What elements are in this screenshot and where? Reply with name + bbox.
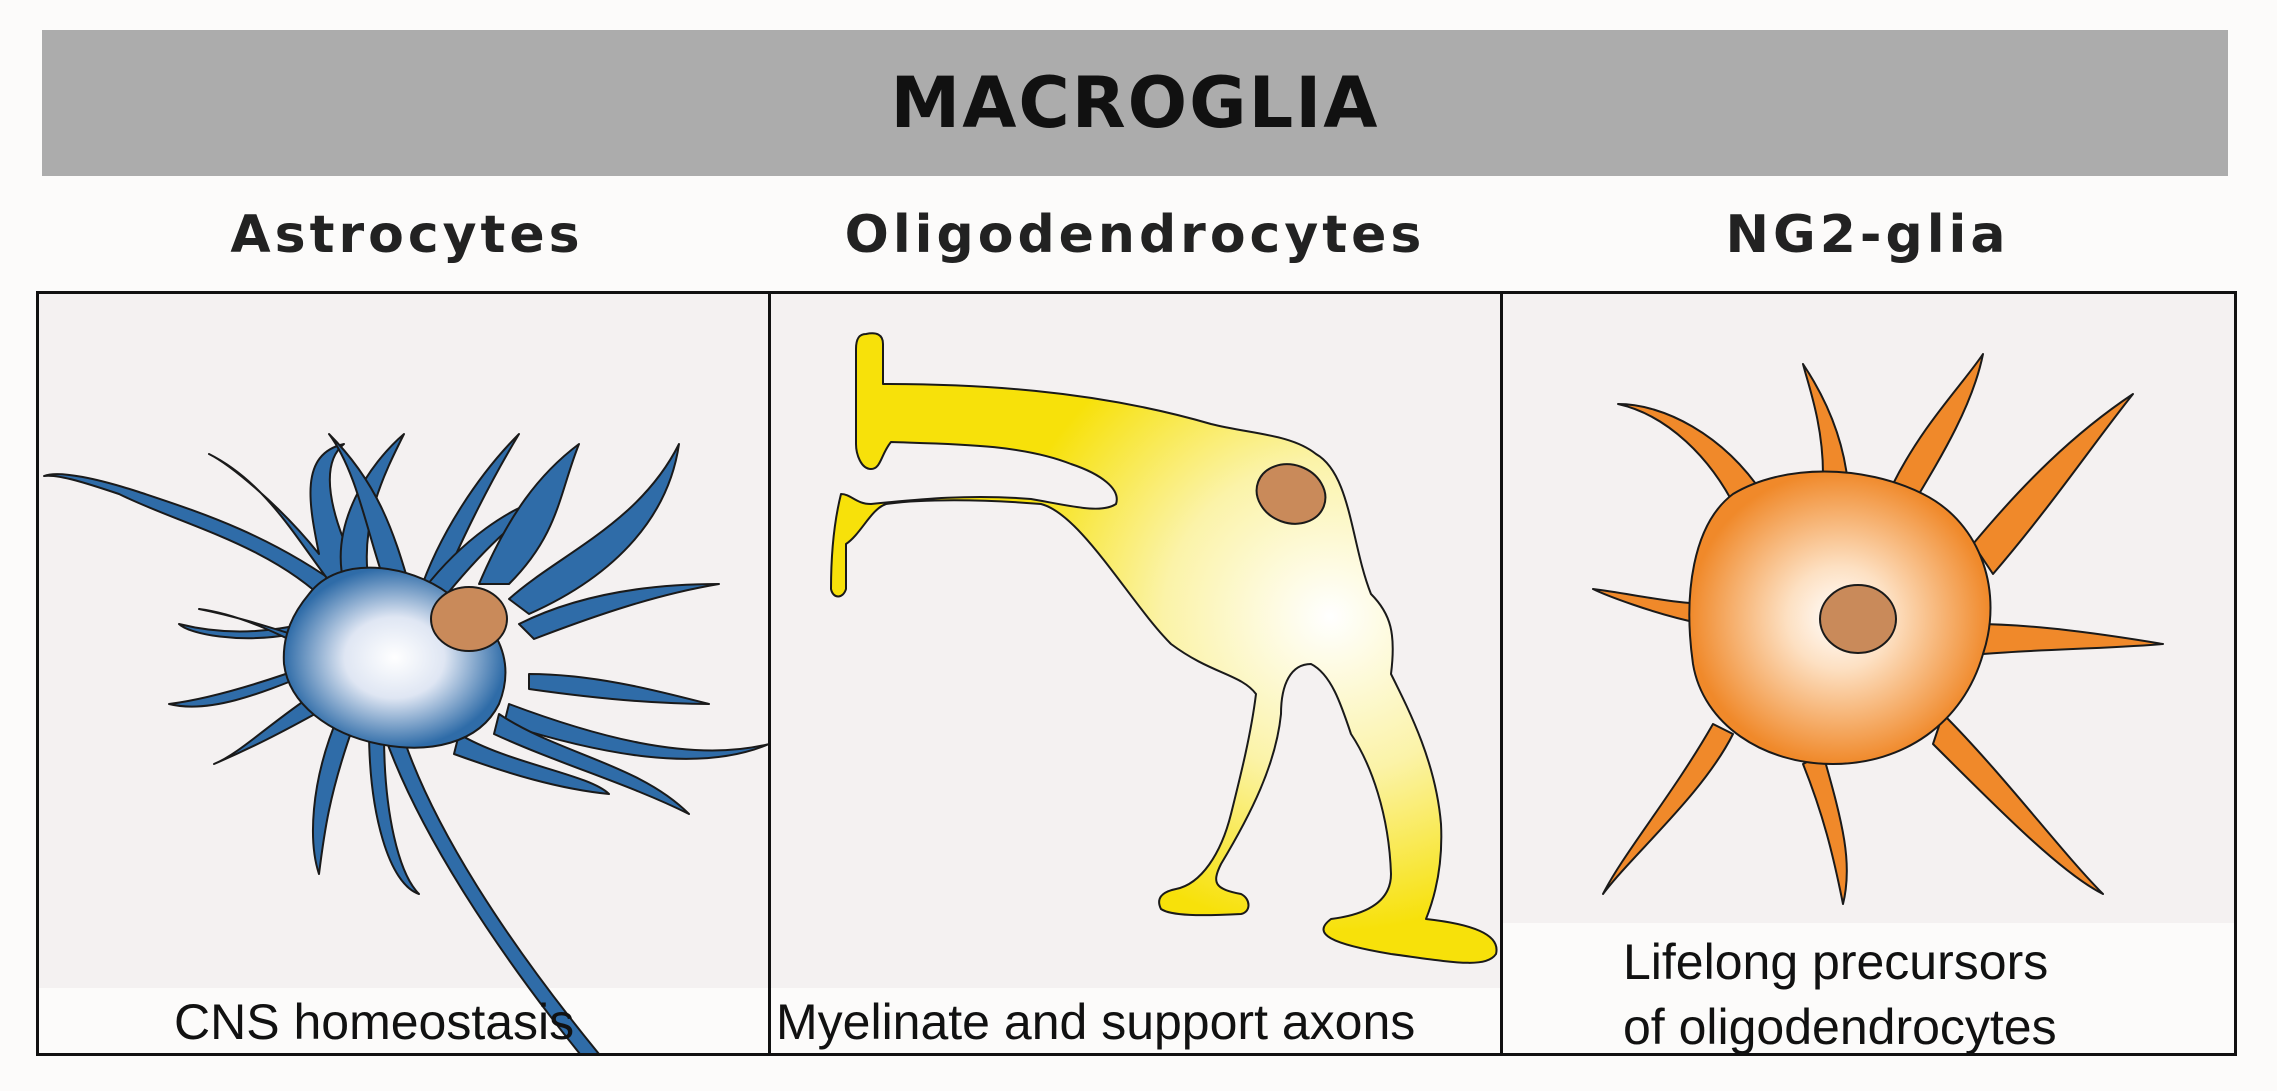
astrocytes-caption: CNS homeostasis: [174, 994, 575, 1050]
ng2-glia-heading: NG2-glia: [1725, 205, 2010, 265]
ng2-glia-panel: Lifelong precursors of oligodendrocytes: [1500, 291, 2237, 1056]
oligodendrocytes-caption: Myelinate and support axons: [776, 994, 1416, 1050]
ng2-glia-cell-icon: [1592, 353, 2164, 905]
ng2-glia-caption-line1: Lifelong precursors: [1623, 934, 2049, 990]
ng2-glia-nucleus: [1819, 584, 1897, 654]
astrocytes-panel: CNS homeostasis: [36, 291, 771, 1056]
oligodendrocytes-heading: Oligodendrocytes: [844, 205, 1426, 265]
oligodendrocyte-cell-icon: [830, 332, 1498, 964]
oligodendrocyte-nucleus: [1255, 463, 1327, 525]
macroglia-header: MACROGLIA: [42, 30, 2228, 176]
astrocytes-heading: Astrocytes: [230, 205, 584, 265]
astrocyte-cell-icon: [43, 433, 768, 1053]
astrocytes-caption-band: [39, 988, 768, 1053]
ng2-glia-caption-line2: of oligodendrocytes: [1623, 999, 2057, 1055]
panel-right-border: [2234, 291, 2237, 1056]
ng2-glia-caption-band: [1503, 923, 2237, 1053]
astrocyte-nucleus: [430, 586, 508, 652]
oligodendrocytes-caption-band: [771, 988, 1500, 1053]
macroglia-title: MACROGLIA: [890, 62, 1380, 144]
oligodendrocytes-panel: Myelinate and support axons: [768, 291, 1503, 1056]
